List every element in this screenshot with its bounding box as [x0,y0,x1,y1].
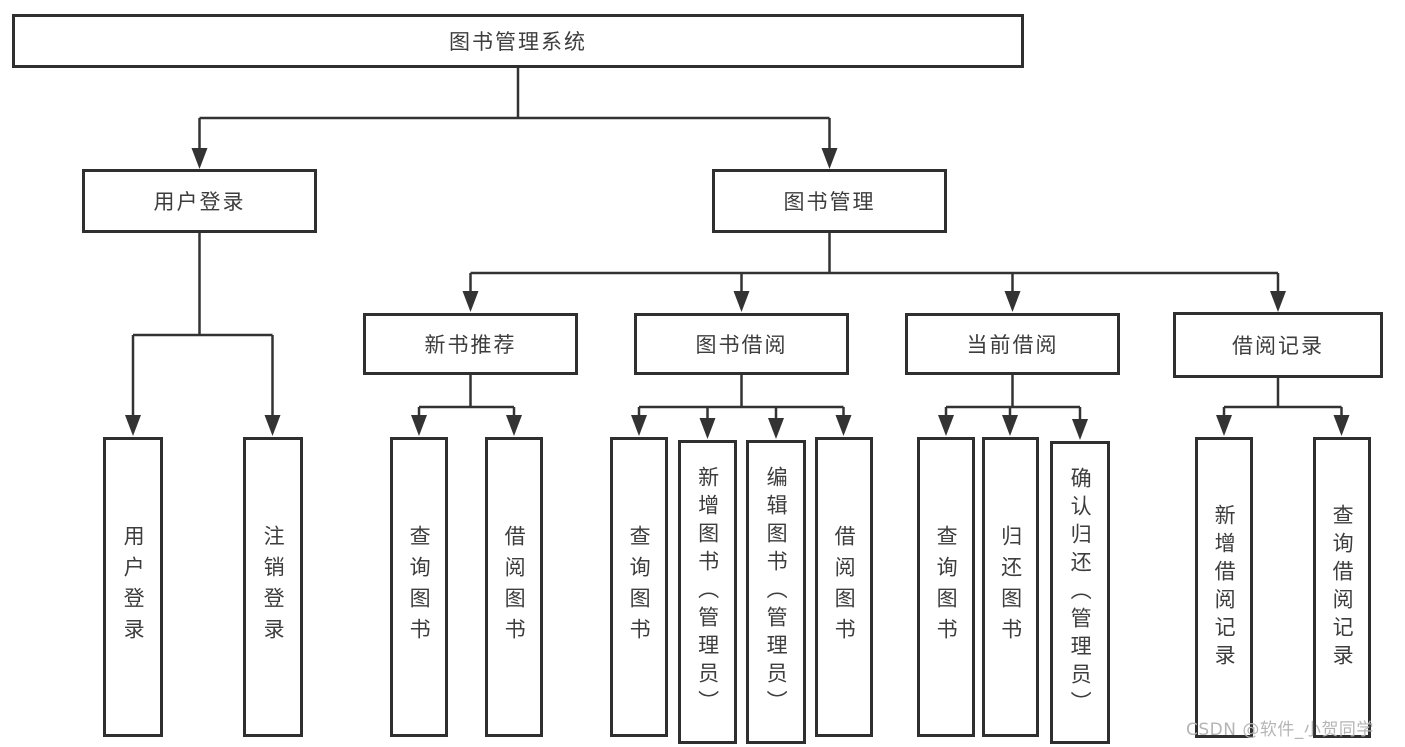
node-current-borrowing: 当前借阅 [905,313,1120,375]
leaf-query-books-current-label: 查询图书 [934,525,959,649]
leaf-confirm-return-admin: 确认归还（管理员） [1050,441,1110,744]
leaf-add-books-admin-label: 新增图书（管理员） [695,466,720,718]
leaf-borrow-books-borrowing-label: 借阅图书 [832,525,857,649]
leaf-query-books-current: 查询图书 [917,437,975,737]
leaf-user-login: 用户登录 [103,437,163,737]
leaf-user-login-label: 用户登录 [121,525,146,649]
leaf-borrow-books-borrowing: 借阅图书 [815,437,873,737]
leaf-confirm-return-admin-label: 确认归还（管理员） [1068,466,1093,719]
leaf-query-books-borrowing-label: 查询图书 [627,525,652,649]
leaf-return-books-label: 归还图书 [998,525,1023,649]
leaf-query-books-recommend: 查询图书 [390,437,448,737]
leaf-logout-label: 注销登录 [261,525,286,649]
watermark-text: CSDN @软件_小贺同学 [1186,720,1374,740]
node-new-book-recommendation: 新书推荐 [363,313,578,375]
leaf-query-borrow-record-label: 查询借阅记录 [1330,503,1355,672]
leaf-edit-books-admin-label: 编辑图书（管理员） [764,466,789,718]
leaf-borrow-books-recommend: 借阅图书 [485,437,543,737]
leaf-query-books-borrowing: 查询图书 [610,437,668,737]
leaf-add-borrow-record-label: 新增借阅记录 [1212,503,1237,672]
node-book-borrowing: 图书借阅 [634,313,849,375]
node-book-management: 图书管理 [712,169,947,233]
leaf-logout: 注销登录 [243,437,303,737]
leaf-borrow-books-recommend-label: 借阅图书 [502,525,527,649]
leaf-add-books-admin: 新增图书（管理员） [678,440,737,744]
leaf-edit-books-admin: 编辑图书（管理员） [746,440,806,744]
leaf-query-borrow-record: 查询借阅记录 [1313,437,1371,738]
arrowhead-icons [125,148,1350,440]
leaf-return-books: 归还图书 [982,437,1039,737]
leaf-add-borrow-record: 新增借阅记录 [1195,437,1253,738]
node-library-system-root: 图书管理系统 [12,14,1024,68]
node-user-login: 用户登录 [82,169,317,233]
node-borrowing-records: 借阅记录 [1173,312,1383,378]
leaf-query-books-recommend-label: 查询图书 [407,525,432,649]
